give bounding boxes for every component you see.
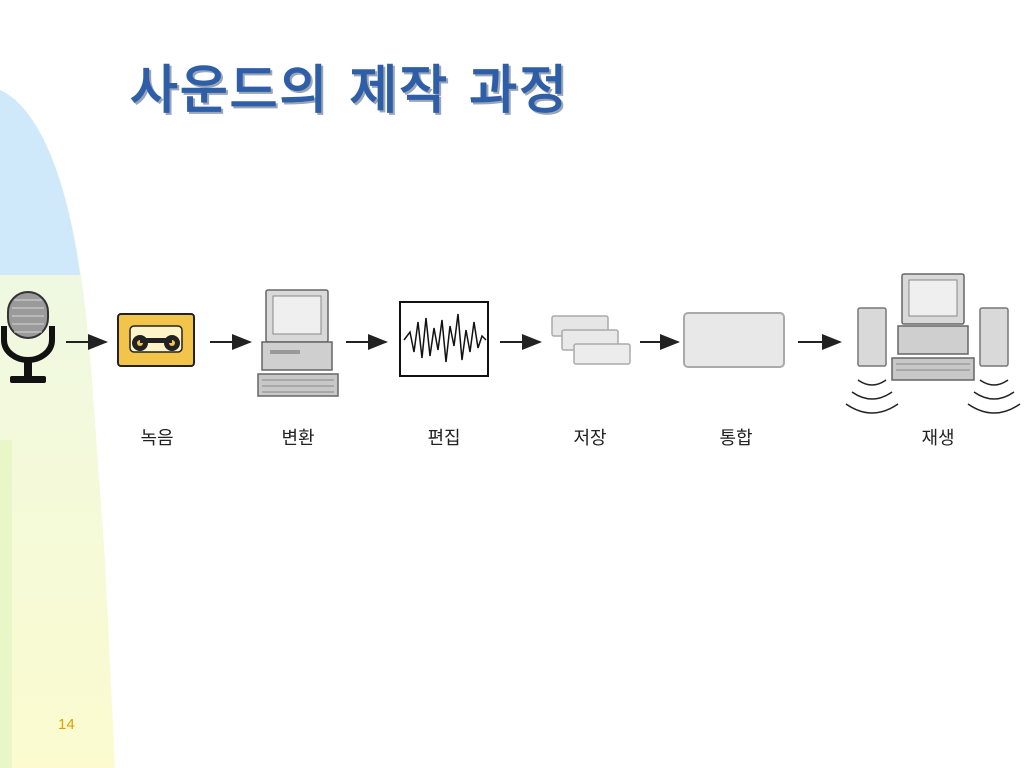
step-label-convert: 변환 (281, 428, 315, 449)
slide-decoration (0, 90, 115, 768)
step-label-record: 녹음 (140, 428, 174, 449)
slide-title: 사운드의 제작 과정 (130, 61, 569, 121)
computer-icon (257, 289, 339, 397)
step-label-edit: 편집 (427, 428, 461, 449)
cassette-icon (117, 313, 195, 367)
microphone-icon (1, 291, 55, 383)
sound-production-diagram (1, 273, 1021, 414)
step-label-play: 재생 (921, 428, 955, 449)
waveform-icon (399, 301, 489, 377)
computer-speakers-icon (845, 273, 1021, 414)
panel-icon (683, 312, 785, 368)
stacked-files-icon (551, 315, 631, 365)
step-label-integrate: 통합 (719, 428, 753, 449)
step-label-save: 저장 (573, 428, 607, 449)
page-number: 14 (58, 716, 75, 733)
